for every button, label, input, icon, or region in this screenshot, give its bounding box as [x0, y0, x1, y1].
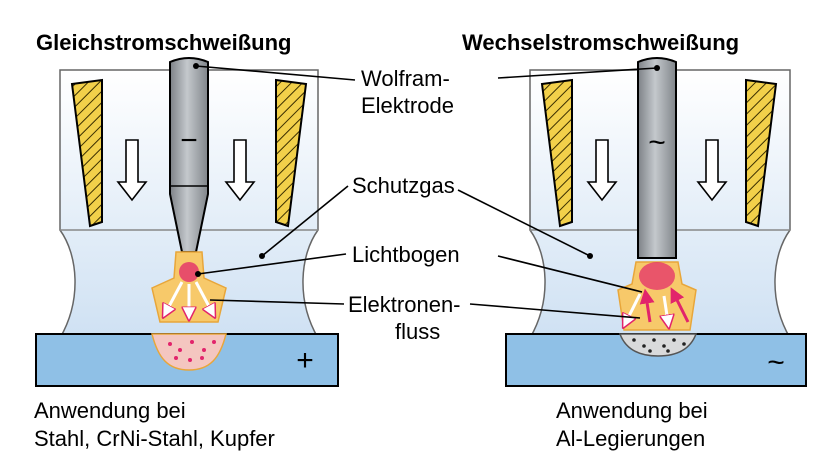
caption-left-line1: Anwendung bei	[34, 398, 186, 423]
caption-right-line2: Al-Legierungen	[556, 426, 705, 451]
caption-right-line1: Anwendung bei	[556, 398, 708, 423]
label-lichtbogen: Lichtbogen	[352, 242, 460, 267]
label-wolfram-line2: Elektrode	[361, 93, 454, 118]
electrode-polarity-right: ~	[648, 126, 666, 159]
caption-left-line2: Stahl, CrNi-Stahl, Kupfer	[34, 426, 275, 451]
label-schutzgas: Schutzgas	[352, 173, 455, 198]
label-wolfram-line1: Wolfram-	[361, 66, 450, 91]
nozzle-right-outer	[540, 78, 573, 228]
label-elektronen-line1: Elektronen-	[348, 292, 461, 317]
title-right: Wechselstromschweißung	[462, 30, 739, 55]
title-left: Gleichstromschweißung	[36, 30, 292, 55]
workpiece-polarity-right: ~	[767, 346, 785, 379]
gas-flow-arrow-left-2	[224, 139, 256, 202]
electron-flow-arrows-right	[626, 287, 690, 322]
weld-pool-dots-left	[168, 340, 216, 362]
nozzle-right-inner	[745, 78, 778, 228]
tungsten-electrode-right	[637, 57, 677, 259]
weld-pool-right	[618, 333, 698, 357]
gas-flow-arrow-right-1	[586, 139, 618, 202]
gas-flow-arrow-left-1	[116, 139, 148, 202]
oxide-dots-right	[632, 338, 686, 353]
arc-hotspot-right	[639, 262, 675, 290]
electrode-polarity-left: −	[180, 124, 198, 157]
nozzle-left-outer	[70, 78, 103, 228]
gas-flow-arrow-right-2	[696, 139, 728, 202]
label-elektronen-line2: fluss	[395, 319, 440, 344]
electron-flow-arrows-left	[166, 281, 212, 314]
nozzle-left-inner	[275, 78, 308, 228]
workpiece-polarity-left: +	[296, 344, 314, 377]
arc-hotspot-left	[179, 262, 199, 282]
welding-arc-right	[617, 261, 697, 331]
leader-lines	[193, 63, 660, 319]
